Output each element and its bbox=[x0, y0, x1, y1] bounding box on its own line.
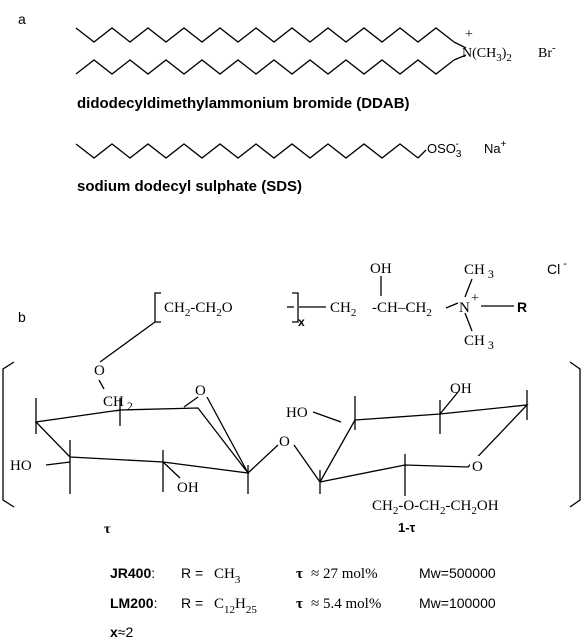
ddab-n-bond-upper bbox=[453, 41, 467, 49]
right-ring-outline bbox=[319, 404, 529, 483]
n-charge: + bbox=[471, 291, 479, 306]
eo-to-ring-o-bond bbox=[99, 321, 156, 363]
jr400-r-eq: R = bbox=[181, 565, 203, 581]
lm200-r-eq: R = bbox=[181, 595, 203, 611]
ddab-head-group: N(CH3)2 bbox=[462, 46, 512, 64]
right-ring-o: O bbox=[472, 459, 483, 475]
polymer-bracket-left bbox=[2, 361, 15, 508]
panel-a-label: a bbox=[18, 11, 26, 27]
left-ring-o-gap bbox=[193, 381, 207, 397]
left-ring-oh-bond bbox=[162, 461, 181, 479]
ddab-n-charge: + bbox=[465, 27, 473, 42]
tau-label-left: τ bbox=[104, 522, 111, 537]
left-ring-upper-right-bond bbox=[183, 396, 199, 408]
right-ring-substituent: CH2-O-CH2-CH2OH bbox=[372, 498, 499, 517]
ch2-b: –CH2 bbox=[397, 300, 432, 319]
eo-bracket-left bbox=[154, 292, 161, 323]
oh-label: OH bbox=[370, 261, 392, 277]
n-methyl-bottom-bond bbox=[464, 312, 473, 332]
jr400-r-value: CH3 bbox=[214, 566, 241, 586]
n-methyl-top-bond bbox=[464, 278, 473, 298]
eo-repeat-x: x bbox=[298, 315, 305, 329]
x-note: x≈2 bbox=[110, 624, 133, 640]
polymer-table-row-lm200: LM200: R = C12H25 τ ≈ 5.4 mol% Mw=100000 bbox=[110, 595, 496, 616]
ch2-to-n-bond bbox=[445, 302, 459, 309]
ddab-counterion: Br- bbox=[538, 42, 556, 61]
polymer-table-row-jr400: JR400: R = CH3 τ ≈ 27 mol% Mw=500000 bbox=[110, 565, 496, 586]
ddab-chain-lower bbox=[75, 59, 455, 75]
left-ho: HO bbox=[10, 458, 32, 474]
panel-b-label: b bbox=[18, 309, 26, 325]
svg-text:LM200:: LM200: bbox=[110, 595, 157, 611]
ch2-a: CH2 bbox=[330, 300, 356, 319]
sds-counterion: Na+ bbox=[484, 139, 507, 156]
right-ho-bond bbox=[312, 411, 342, 423]
sds-head-bond bbox=[417, 149, 427, 159]
bridge-right-bond bbox=[293, 444, 321, 483]
n-atom: N bbox=[459, 300, 470, 316]
right-oh-bond bbox=[439, 391, 459, 415]
jr400-mw: Mw=500000 bbox=[419, 565, 496, 581]
sds-head-group: OSO3- bbox=[427, 139, 462, 160]
lm200-mw: Mw=100000 bbox=[419, 595, 496, 611]
right-oh: OH bbox=[450, 381, 472, 397]
lm200-r-value: C12H25 bbox=[214, 596, 257, 616]
left-oh: OH bbox=[177, 480, 199, 496]
o-to-ch2-bond bbox=[98, 379, 105, 390]
lm200-tau-value: ≈ 5.4 mol% bbox=[311, 596, 381, 612]
left-ring-ho-bond bbox=[45, 461, 71, 466]
jr400-tau-symbol: τ bbox=[296, 566, 303, 582]
chloride-counterion: Cl- bbox=[547, 258, 567, 277]
ch-group: -CH bbox=[372, 300, 398, 316]
right-ho: HO bbox=[286, 405, 308, 421]
eo-unit: CH2-CH2O bbox=[164, 300, 233, 319]
bridge-left-bond bbox=[247, 444, 279, 474]
lm200-tau-symbol: τ bbox=[296, 596, 303, 612]
eo-bracket-right bbox=[292, 292, 299, 323]
bridge-o: O bbox=[279, 434, 290, 450]
ddab-n-bond-lower bbox=[453, 54, 467, 61]
sds-name: sodium dodecyl sulphate (SDS) bbox=[77, 178, 302, 195]
r-group-label: R bbox=[517, 299, 527, 315]
ddab-chain-upper bbox=[75, 27, 455, 43]
jr400-tau-value: ≈ 27 mol% bbox=[311, 566, 378, 582]
polymer-bracket-right bbox=[569, 361, 581, 508]
left-ring-o: O bbox=[195, 383, 206, 399]
left-ring-o-to-c1 bbox=[206, 396, 249, 474]
tau-label-right: 1-τ bbox=[398, 520, 416, 535]
ddab-name: didodecyldimethylammonium bromide (DDAB) bbox=[77, 95, 410, 112]
left-ring-ch2-to-c5 bbox=[115, 409, 121, 412]
sds-chain bbox=[75, 143, 419, 159]
left-ring-outline bbox=[34, 407, 250, 474]
svg-text:JR400:: JR400: bbox=[110, 565, 155, 581]
ring-o-link: O bbox=[94, 363, 105, 379]
right-ring-o-gap bbox=[470, 456, 488, 474]
